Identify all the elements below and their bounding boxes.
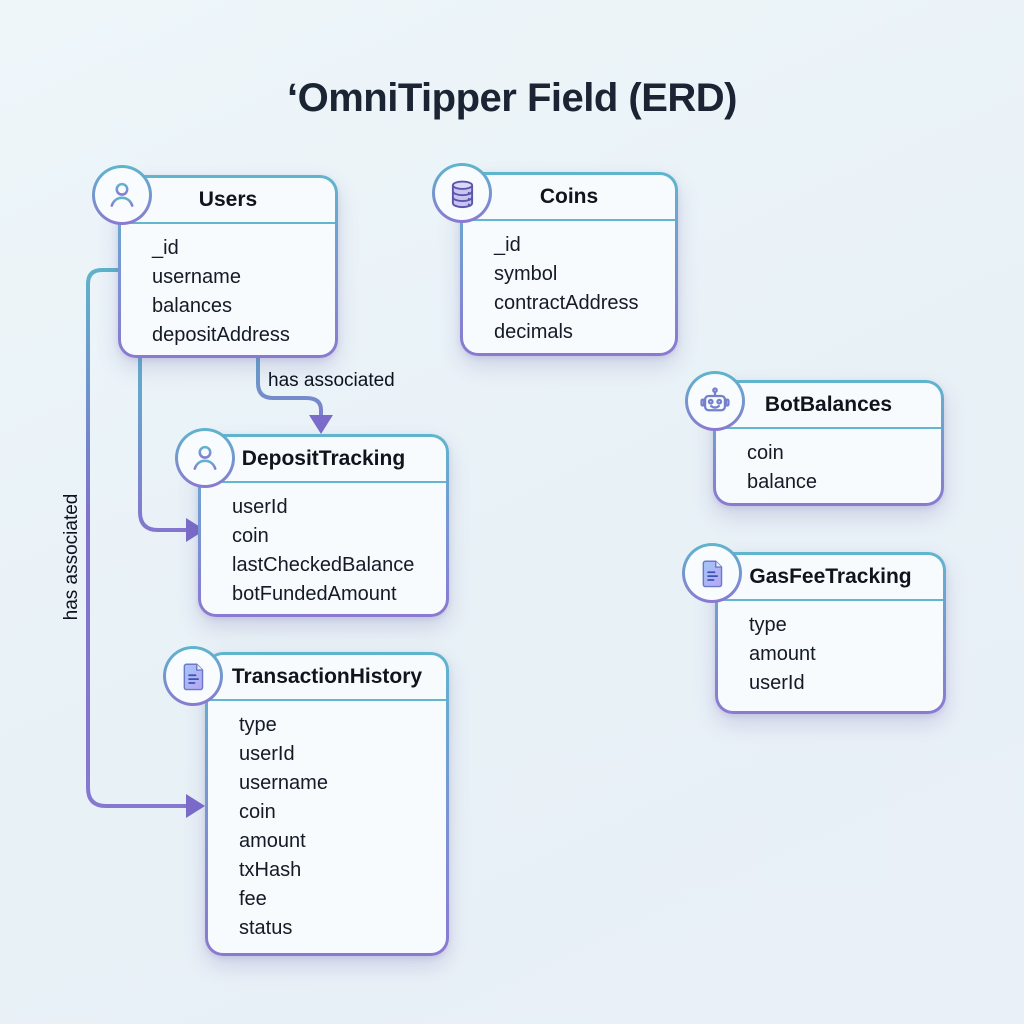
entity-title: Users	[198, 188, 258, 211]
relationship-label-has-associated-vertical: has associated	[61, 493, 82, 621]
entity-title: TransactionHistory	[231, 665, 423, 688]
user-icon	[92, 165, 152, 225]
entity-card: DepositTracking userId coin lastCheckedBal…	[201, 437, 446, 614]
entity-field: username	[152, 266, 241, 288]
entity-field: status	[239, 917, 293, 939]
entity-field: _id	[152, 237, 179, 259]
database-icon	[432, 163, 492, 223]
arrowhead-icon	[186, 518, 205, 542]
user-icon	[175, 428, 235, 488]
entity-field: userId	[239, 743, 295, 765]
entity-title: DepositTracking	[241, 447, 406, 470]
entity-field: txHash	[239, 859, 302, 881]
entity-title: Coins	[539, 185, 599, 208]
relationship-label-has-associated: has associated	[268, 370, 395, 391]
entity-card: BotBalances coin balance	[716, 383, 941, 503]
entity-field: botFundedAmount	[232, 583, 397, 605]
robot-icon	[685, 371, 745, 431]
entity-field: symbol	[494, 263, 558, 285]
entity-header: TransactionHistory	[208, 655, 446, 701]
entity-header: BotBalances	[716, 383, 941, 429]
arrowhead-icon	[186, 794, 205, 818]
entity-deposit-tracking[interactable]: DepositTracking userId coin lastCheckedBal…	[175, 428, 449, 617]
entity-field: contractAddress	[494, 292, 639, 314]
entity-field: userId	[232, 496, 288, 518]
entity-field: decimals	[494, 321, 573, 343]
entity-field: _id	[494, 234, 521, 256]
entity-title: BotBalances	[764, 393, 893, 416]
entity-title: GasFeeTracking	[749, 565, 912, 588]
document-icon	[163, 646, 223, 706]
entity-field: userId	[749, 672, 805, 694]
entity-field: amount	[749, 643, 816, 665]
arrow-users-transactionhistory	[86, 268, 205, 818]
entity-card: Users _id username balances depositAddress	[121, 178, 335, 355]
entity-field: fee	[239, 888, 267, 910]
entity-field-list: type userId username coin amount txHash fee sta…	[208, 701, 446, 943]
entity-field: lastCheckedBalance	[232, 554, 415, 576]
entity-field: username	[239, 772, 328, 794]
entity-field: balance	[747, 471, 818, 493]
entity-field: coin	[232, 525, 269, 547]
entity-card: TransactionHistory type userId username coi…	[208, 655, 446, 953]
entity-bot-balances[interactable]: BotBalances coin balance	[685, 371, 944, 506]
entity-field: depositAddress	[152, 324, 290, 346]
diagram-title: ‘OmniTipper Field (ERD)	[286, 76, 738, 120]
entity-header: DepositTracking	[201, 437, 446, 483]
entity-field: balances	[152, 295, 233, 317]
entity-field-list: userId coin lastCheckedBalance botFundedAmo…	[201, 483, 446, 609]
entity-header: GasFeeTracking	[718, 555, 943, 601]
entity-header: Coins	[463, 175, 675, 221]
entity-header: Users	[121, 178, 335, 224]
entity-field: coin	[747, 442, 784, 464]
entity-field: amount	[239, 830, 306, 852]
entity-transaction-history[interactable]: TransactionHistory type userId username coi…	[163, 646, 449, 956]
arrow-users-deposittracking	[256, 352, 333, 434]
arrow-users-deposittracking-side	[138, 352, 205, 542]
entity-field-list: type amount userId	[718, 601, 943, 698]
entity-gas-fee-tracking[interactable]: GasFeeTracking type amount userId	[682, 543, 946, 714]
entity-field: type	[749, 614, 787, 636]
entity-field: type	[239, 714, 277, 736]
entity-field-list: _id username balances depositAddress	[121, 224, 335, 350]
entity-card: GasFeeTracking type amount userId	[718, 555, 943, 711]
entity-field-list: coin balance	[716, 429, 941, 497]
document-icon	[682, 543, 742, 603]
entity-field: coin	[239, 801, 276, 823]
entity-users[interactable]: Users _id username balances depositAddress	[92, 165, 338, 358]
arrowhead-icon	[309, 415, 333, 434]
